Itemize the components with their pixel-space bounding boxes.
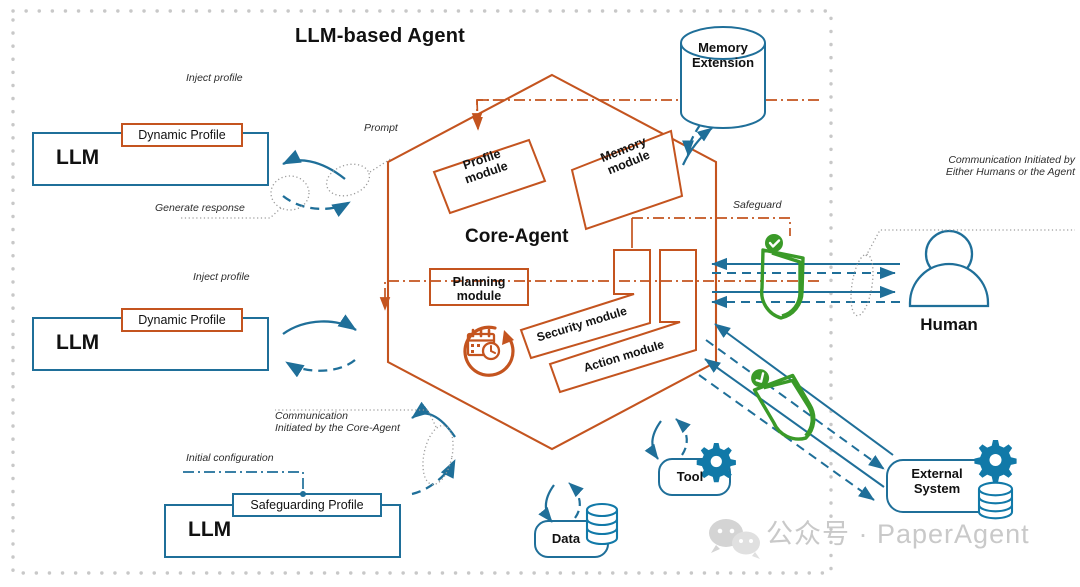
safeguard-shield-lower[interactable] bbox=[745, 355, 825, 448]
safeguard-line bbox=[632, 217, 791, 236]
core-agent-hexagon bbox=[386, 73, 718, 451]
memory-extension-cylinder[interactable] bbox=[680, 26, 766, 129]
database-icon-external bbox=[977, 481, 1014, 520]
annotation-inject-profile-middle: Inject profile bbox=[193, 271, 250, 283]
inject-line-top bbox=[471, 99, 819, 127]
initial-configuration-line bbox=[183, 471, 304, 494]
safeguarding-profile-label: Safeguarding Profile bbox=[250, 498, 364, 512]
gear-icon-external bbox=[974, 440, 1017, 483]
core-agent-label: Core-Agent bbox=[465, 226, 569, 247]
human-figure[interactable] bbox=[908, 229, 990, 308]
schedule-cycle-icon bbox=[463, 325, 515, 377]
watermark-text: 公众号 · PaperAgent bbox=[766, 519, 1030, 549]
prompt-callout-ellipses-top bbox=[180, 157, 393, 219]
core-comm-callout bbox=[275, 409, 454, 486]
module-security[interactable] bbox=[519, 249, 651, 360]
module-profile[interactable] bbox=[432, 138, 547, 215]
annotation-prompt: Prompt bbox=[364, 122, 398, 134]
llm-label-middle: LLM bbox=[56, 331, 100, 354]
gear-icon-tool bbox=[696, 443, 736, 483]
human-comm-callout bbox=[850, 229, 1075, 317]
module-planning[interactable] bbox=[429, 268, 529, 306]
data-label: Data bbox=[551, 531, 581, 546]
llm-label-bottom: LLM bbox=[188, 518, 232, 541]
initial-config-dot bbox=[300, 491, 306, 497]
llm-label-top: LLM bbox=[56, 146, 100, 169]
dynamic-profile-box-middle[interactable] bbox=[121, 308, 243, 332]
tool-label: Tool bbox=[676, 469, 704, 484]
human-label: Human bbox=[920, 315, 978, 334]
annotation-generate-response: Generate response bbox=[155, 202, 245, 214]
prompt-response-arrows-middle bbox=[282, 314, 357, 378]
dynamic-profile-label-middle: Dynamic Profile bbox=[138, 313, 226, 327]
dynamic-profile-label-top: Dynamic Profile bbox=[138, 128, 226, 142]
safeguarding-profile-box[interactable] bbox=[232, 493, 382, 517]
memory-extension-arrows bbox=[682, 124, 713, 166]
module-action[interactable] bbox=[548, 249, 697, 394]
tool-arrows bbox=[644, 418, 691, 460]
database-icon-data bbox=[585, 502, 619, 546]
annotation-safeguard: Safeguard bbox=[733, 199, 782, 211]
dynamic-profile-box-top[interactable] bbox=[121, 123, 243, 147]
data-arrows bbox=[538, 482, 584, 523]
annotation-inject-profile-top: Inject profile bbox=[186, 72, 243, 84]
annotation-initial-configuration: Initial configuration bbox=[186, 452, 274, 464]
prompt-response-arrows-top bbox=[282, 149, 351, 217]
page-title: LLM-based Agent bbox=[295, 25, 466, 47]
wechat-icon bbox=[709, 519, 760, 559]
safeguard-shield-upper[interactable] bbox=[759, 234, 805, 320]
core-comm-arrows bbox=[411, 401, 457, 496]
inject-profile-lines bbox=[472, 99, 492, 131]
module-memory[interactable] bbox=[570, 129, 684, 231]
